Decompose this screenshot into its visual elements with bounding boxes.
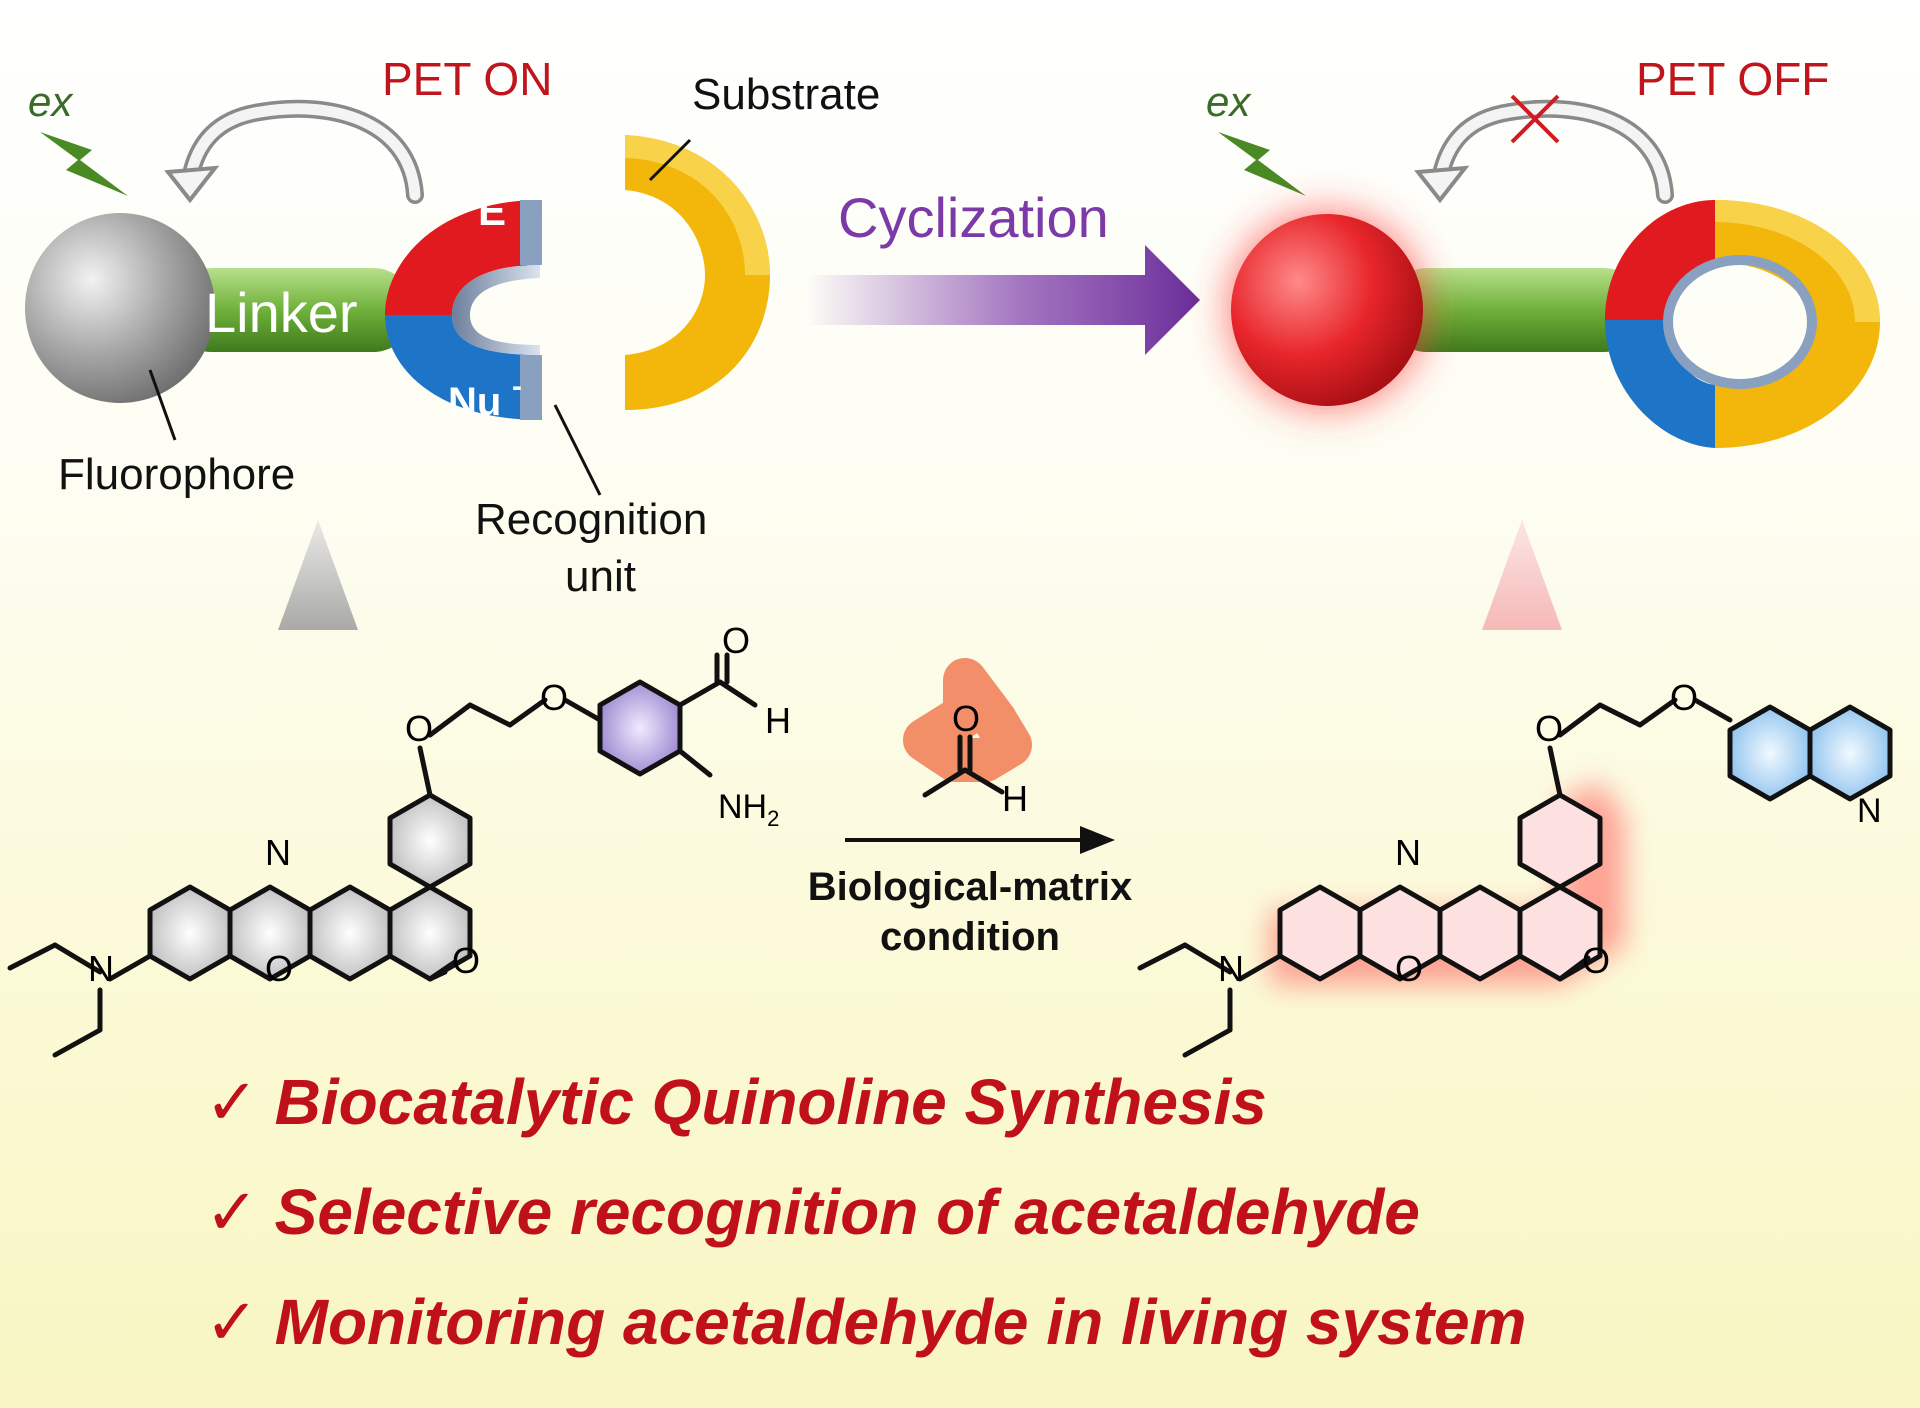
atom-n-probe-amine: N — [88, 948, 114, 989]
lightning-right-icon — [1218, 132, 1306, 196]
recognition-label-line1: Recognition — [475, 495, 708, 544]
atom-o-acetaldehyde: O — [952, 698, 981, 739]
atom-o-product-ether1: O — [1535, 708, 1564, 749]
atom-n-probe-ring: N — [265, 832, 291, 873]
check-icon: ✓ — [205, 1176, 259, 1248]
ex-left-label: ex — [28, 78, 73, 125]
cyclization-label: Cyclization — [838, 186, 1109, 249]
substrate-leader — [648, 138, 692, 182]
linker-rod — [170, 268, 415, 352]
highlight-2: ✓Selective recognition of acetaldehyde — [205, 1176, 1420, 1248]
probe-structure — [7, 652, 758, 1058]
fluorophore-label: Fluorophore — [58, 450, 296, 499]
ex-right-label: ex — [1206, 78, 1251, 125]
fluorophore-leader — [148, 369, 177, 441]
fluorophore-sphere — [25, 213, 215, 403]
atom-o-probe-ring: O — [265, 948, 294, 989]
check-icon: ✓ — [205, 1286, 259, 1358]
atom-h-aldehyde: H — [765, 700, 791, 741]
fluorophore-sphere-on — [1231, 214, 1423, 406]
electrophile-label: E — [478, 187, 506, 234]
atom-o-product-ether2: O — [1670, 677, 1699, 718]
recognition-label-line2: unit — [565, 552, 636, 601]
atom-n-quinoline: N — [1857, 792, 1882, 830]
nucleophile-label: Nu — [448, 380, 501, 424]
cyclization-arrow — [805, 245, 1200, 355]
highlight-1: ✓Biocatalytic Quinoline Synthesis — [205, 1066, 1267, 1138]
up-triangle-pink — [1482, 520, 1562, 630]
condition-line1: Biological-matrix — [807, 865, 1133, 909]
pet-on-arrowhead — [164, 165, 220, 204]
recognition-unit — [385, 200, 542, 420]
atom-o-probe-ether2: O — [540, 677, 569, 718]
acetaldehyde-reagent — [903, 658, 1032, 798]
atom-o-probe-ether1: O — [405, 708, 434, 749]
cyclized-ring — [1605, 200, 1880, 448]
atom-o-product-ring: O — [1395, 948, 1424, 989]
atom-o-probe-ketone: O — [452, 940, 481, 981]
svg-text:+: + — [512, 176, 527, 206]
up-triangle-grey — [278, 520, 358, 630]
atom-o-aldehyde: O — [722, 620, 751, 661]
atom-o-product-ketone: O — [1582, 940, 1611, 981]
highlight-3: ✓Monitoring acetaldehyde in living syste… — [205, 1286, 1527, 1358]
atom-n-product-ring: N — [1395, 832, 1421, 873]
lightning-left-icon — [40, 132, 128, 196]
pet-on-label: PET ON — [382, 53, 553, 105]
atom-h-acetaldehyde: H — [1002, 778, 1028, 819]
substrate-label: Substrate — [692, 70, 881, 119]
recognition-leader — [553, 404, 602, 496]
block-cross-icon — [1510, 94, 1560, 144]
product-structure — [1137, 697, 1893, 1058]
linker-rod-right — [1385, 268, 1645, 352]
svg-text:-: - — [512, 370, 522, 403]
atom-n-product-amine: N — [1218, 948, 1244, 989]
pet-off-label: PET OFF — [1636, 53, 1830, 105]
check-icon: ✓ — [205, 1066, 259, 1138]
linker-label: Linker — [205, 281, 358, 344]
condition-line2: condition — [880, 915, 1060, 959]
atom-nh2: NH2 — [718, 788, 780, 831]
